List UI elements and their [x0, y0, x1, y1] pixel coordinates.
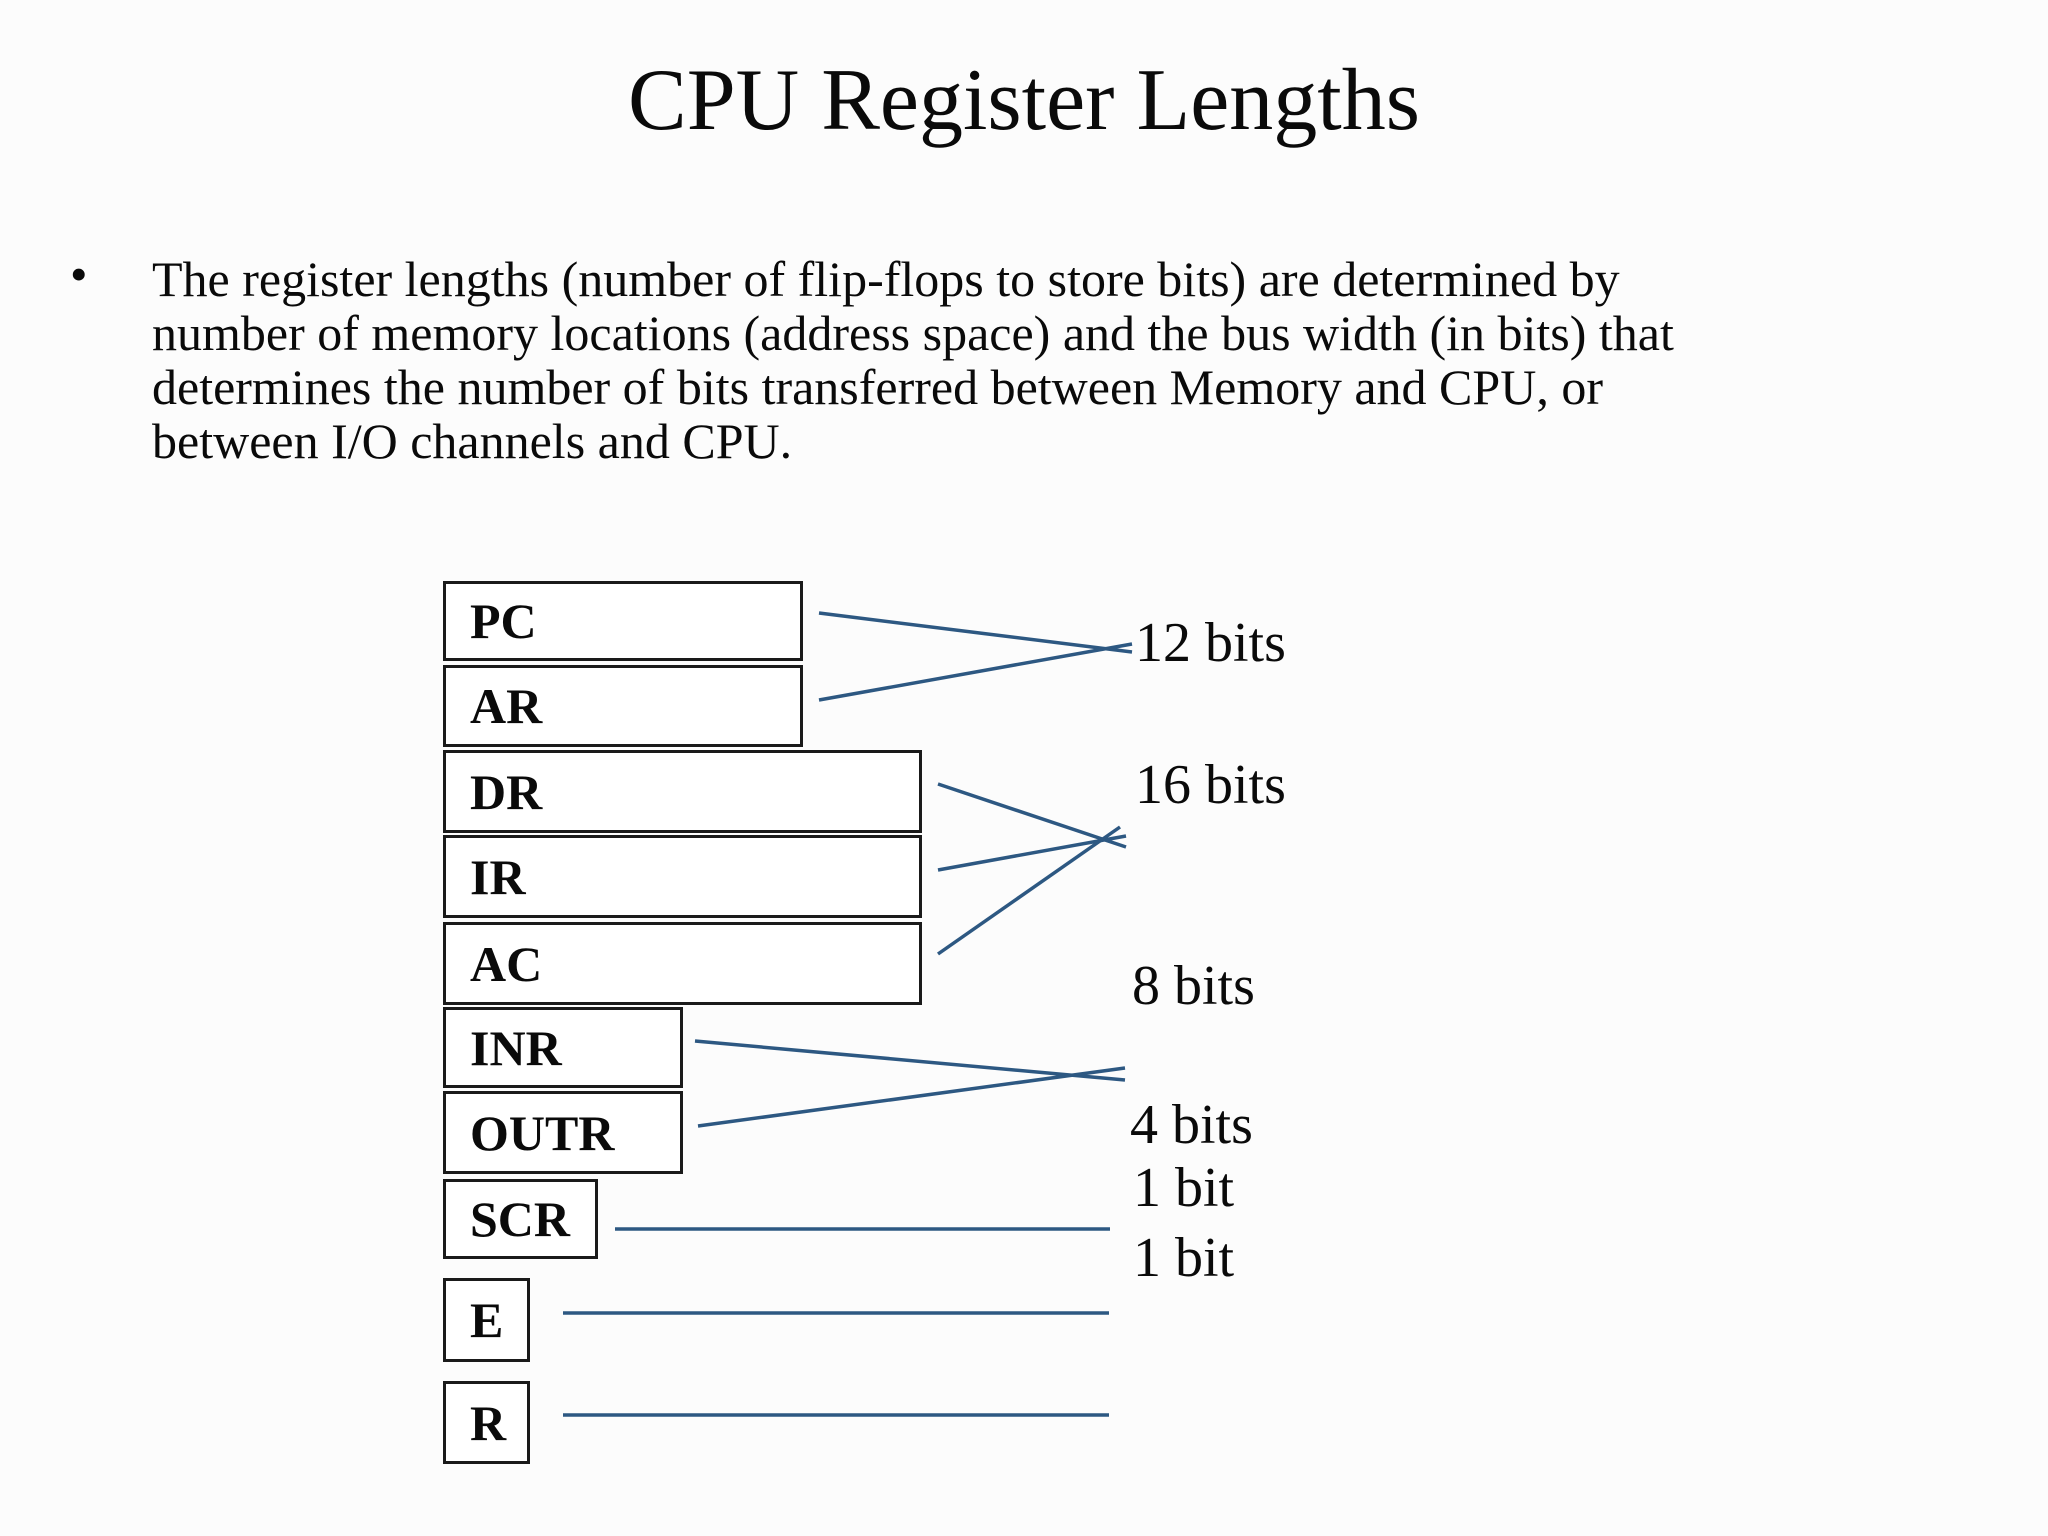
- register-label: IR: [470, 848, 526, 905]
- bit-length-label-8bits: 8 bits: [1132, 955, 1255, 1017]
- register-box-dr: DR: [443, 750, 922, 833]
- connector-outr-to-8bits: [697, 1066, 1126, 1128]
- bullet-marker: •: [70, 246, 88, 302]
- register-label: AC: [470, 935, 543, 992]
- connector-inr-to-8bits: [694, 1039, 1126, 1082]
- register-box-outr: OUTR: [443, 1091, 683, 1174]
- register-box-ar: AR: [443, 665, 803, 747]
- connector-ir-to-16bits: [937, 834, 1127, 872]
- register-label: SCR: [470, 1191, 571, 1247]
- connector-dr-to-16bits: [937, 782, 1127, 849]
- register-box-r: R: [443, 1381, 530, 1464]
- register-box-inr: INR: [443, 1007, 683, 1088]
- bit-length-label-1bit-e: 1 bit: [1133, 1157, 1235, 1219]
- bit-length-label-4bits: 4 bits: [1130, 1094, 1253, 1156]
- bit-length-label-12bits: 12 bits: [1135, 612, 1286, 674]
- bullet-paragraph-line: between I/O channels and CPU.: [152, 413, 793, 469]
- register-label: INR: [470, 1019, 562, 1076]
- register-label: PC: [470, 593, 537, 649]
- page-title: CPU Register Lengths: [628, 52, 1420, 149]
- register-label: OUTR: [470, 1104, 615, 1161]
- register-box-e: E: [443, 1278, 530, 1362]
- bullet-paragraph-line: The register lengths (number of flip-flo…: [152, 251, 1620, 307]
- bullet-paragraph: The register lengths (number of flip-flo…: [152, 252, 1674, 468]
- register-label: E: [470, 1292, 504, 1348]
- register-label: R: [470, 1394, 507, 1451]
- bullet-paragraph-line: number of memory locations (address spac…: [152, 305, 1674, 361]
- bit-length-label-16bits: 16 bits: [1135, 754, 1286, 816]
- register-box-ac: AC: [443, 922, 922, 1005]
- connector-pc-to-12bits: [818, 611, 1133, 654]
- register-box-scr: SCR: [443, 1179, 598, 1259]
- connector-ar-to-12bits: [818, 642, 1133, 702]
- bit-length-label-1bit-r: 1 bit: [1133, 1227, 1235, 1289]
- bullet-paragraph-line: determines the number of bits transferre…: [152, 359, 1603, 415]
- register-label: DR: [470, 763, 543, 820]
- connector-ac-to-16bits: [936, 825, 1122, 956]
- register-box-ir: IR: [443, 835, 922, 918]
- register-box-pc: PC: [443, 581, 803, 661]
- register-label: AR: [470, 678, 543, 734]
